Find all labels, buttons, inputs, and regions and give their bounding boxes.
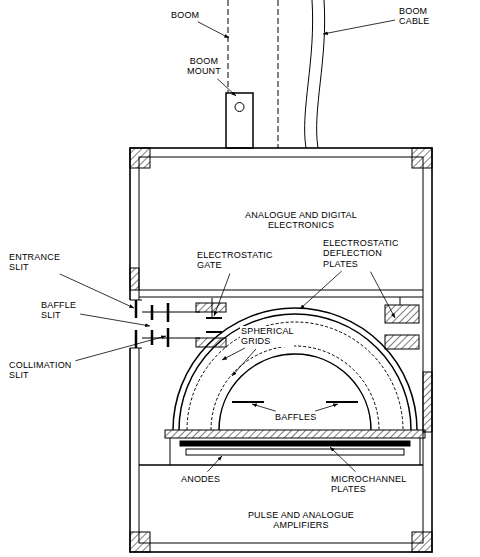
leader-line xyxy=(315,404,338,411)
boom-cable xyxy=(317,0,325,148)
part-label: SPHERICAL GRIDS xyxy=(240,326,294,347)
deflection-plate-outer xyxy=(179,314,411,430)
part-label: COLLIMATION SLIT xyxy=(8,360,73,381)
leader-line xyxy=(75,336,166,361)
leader-line xyxy=(222,348,245,360)
leader-line xyxy=(371,272,396,318)
gate-plate xyxy=(206,331,222,333)
baffle xyxy=(232,401,264,403)
part-label: BOOM xyxy=(170,10,200,20)
baffle xyxy=(326,401,358,403)
wall-hatch xyxy=(412,532,432,552)
part-label: MICROCHANNEL PLATES xyxy=(330,474,407,495)
spherical-grid xyxy=(211,346,379,430)
mount-block xyxy=(385,305,419,323)
leader-line xyxy=(300,271,342,309)
base-flange xyxy=(165,430,425,438)
entrance-slit xyxy=(135,300,138,318)
partition xyxy=(139,297,423,298)
gate-plate xyxy=(206,317,222,319)
part-label: ELECTROSTATIC DEFLECTION PLATES xyxy=(322,238,400,269)
mount-hole xyxy=(235,103,244,112)
housing-inner xyxy=(139,157,423,543)
leader-line xyxy=(330,447,356,472)
part-label: ANODES xyxy=(180,474,221,484)
entrance-slit xyxy=(135,330,138,348)
partition xyxy=(139,464,423,466)
leader-line xyxy=(252,404,276,411)
leader-line xyxy=(323,20,395,34)
baffle-slit xyxy=(151,305,154,320)
anodes xyxy=(186,449,404,455)
part-label: BOOM CABLE xyxy=(398,6,431,27)
wall-hatch xyxy=(412,148,432,168)
housing-outer xyxy=(130,148,432,552)
leader-line xyxy=(214,273,230,316)
leader-line xyxy=(217,79,236,96)
collimator xyxy=(142,312,200,313)
boom-mount xyxy=(226,93,253,148)
wall-hatch xyxy=(423,372,432,432)
wall-hatch xyxy=(130,148,150,168)
part-label: ANALOGUE AND DIGITAL ELECTRONICS xyxy=(220,210,382,231)
part-label: BAFFLE SLIT xyxy=(40,300,77,321)
wall-hatch xyxy=(130,532,150,552)
boom-outline xyxy=(278,0,279,148)
collimator xyxy=(142,338,200,339)
deflection-plate-outer xyxy=(173,308,417,430)
mount-block xyxy=(385,335,419,349)
spherical-grid xyxy=(187,322,403,430)
baffle-slit xyxy=(151,330,154,345)
collimation-slit xyxy=(167,328,170,347)
part-label: BOOM MOUNT xyxy=(186,56,222,77)
part-label: PULSE AND ANALOGUE AMPLIFIERS xyxy=(230,510,372,531)
part-label: ELECTROSTATIC GATE xyxy=(196,250,274,271)
collimation-slit xyxy=(167,303,170,322)
boom-cable xyxy=(305,0,313,148)
wall-hatch xyxy=(130,268,139,290)
leader-line xyxy=(198,22,229,38)
electrostatic-gate xyxy=(196,303,226,312)
leader-line xyxy=(207,456,222,472)
leader-line xyxy=(232,349,256,376)
microchannel-plates xyxy=(180,441,410,446)
part-label: BAFFLES xyxy=(274,412,317,422)
leader-line xyxy=(80,314,150,326)
part-label: ENTRANCE SLIT xyxy=(8,252,61,273)
